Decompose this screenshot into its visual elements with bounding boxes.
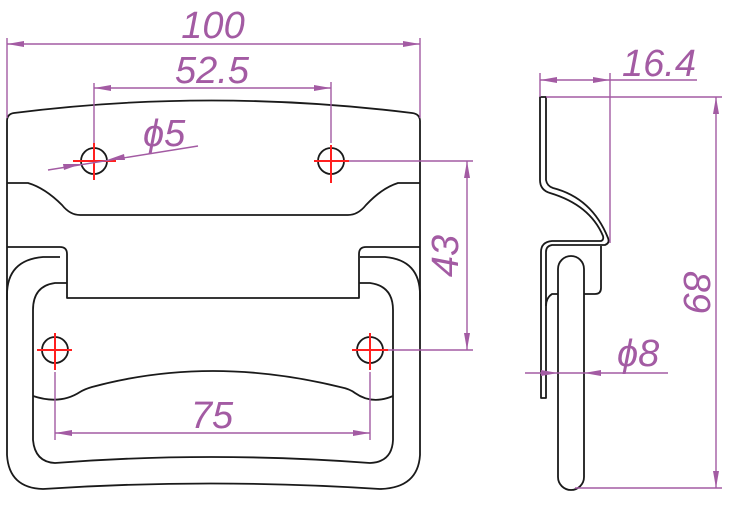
dimension-vertical-spacing: 43: [349, 160, 473, 351]
mounting-plate-outline: [6, 99, 421, 300]
dimension-label-vertical-spacing: 43: [425, 235, 467, 277]
dimension-depth: 16.4: [539, 43, 697, 243]
dimension-label-width: 100: [181, 5, 244, 47]
dimension-label-hole-diameter: ϕ5: [143, 113, 186, 155]
dimension-height: 89: [546, 96, 722, 489]
dimension-top-hole-spacing: 52.5: [93, 50, 332, 143]
handle-outer-outline: [6, 256, 421, 490]
plate-upper-recess: [7, 182, 420, 216]
dimension-hole-diameter: ϕ5: [47, 113, 199, 171]
dimension-label-depth: 16.4: [622, 43, 696, 85]
front-view: [6, 99, 421, 490]
handle-grip-recess: [32, 370, 394, 401]
dimension-label-bottom-spacing: 75: [191, 395, 234, 437]
centerline-marks: [37, 143, 388, 370]
handle-inner-outline: [32, 282, 394, 464]
dimension-handle-diameter: ϕ8: [525, 333, 668, 376]
side-bracket: [545, 246, 602, 307]
dimension-bottom-hole-spacing: 75: [54, 372, 371, 440]
side-plate-profile: [539, 96, 610, 399]
dimension-label-handle-diameter: ϕ8: [617, 333, 659, 375]
side-view: [539, 96, 610, 491]
plate-lower-edge: [7, 246, 420, 299]
dimension-label-height: 89: [675, 271, 717, 313]
dimension-width: 100: [6, 5, 421, 118]
dimension-label-top-spacing: 52.5: [175, 50, 250, 92]
